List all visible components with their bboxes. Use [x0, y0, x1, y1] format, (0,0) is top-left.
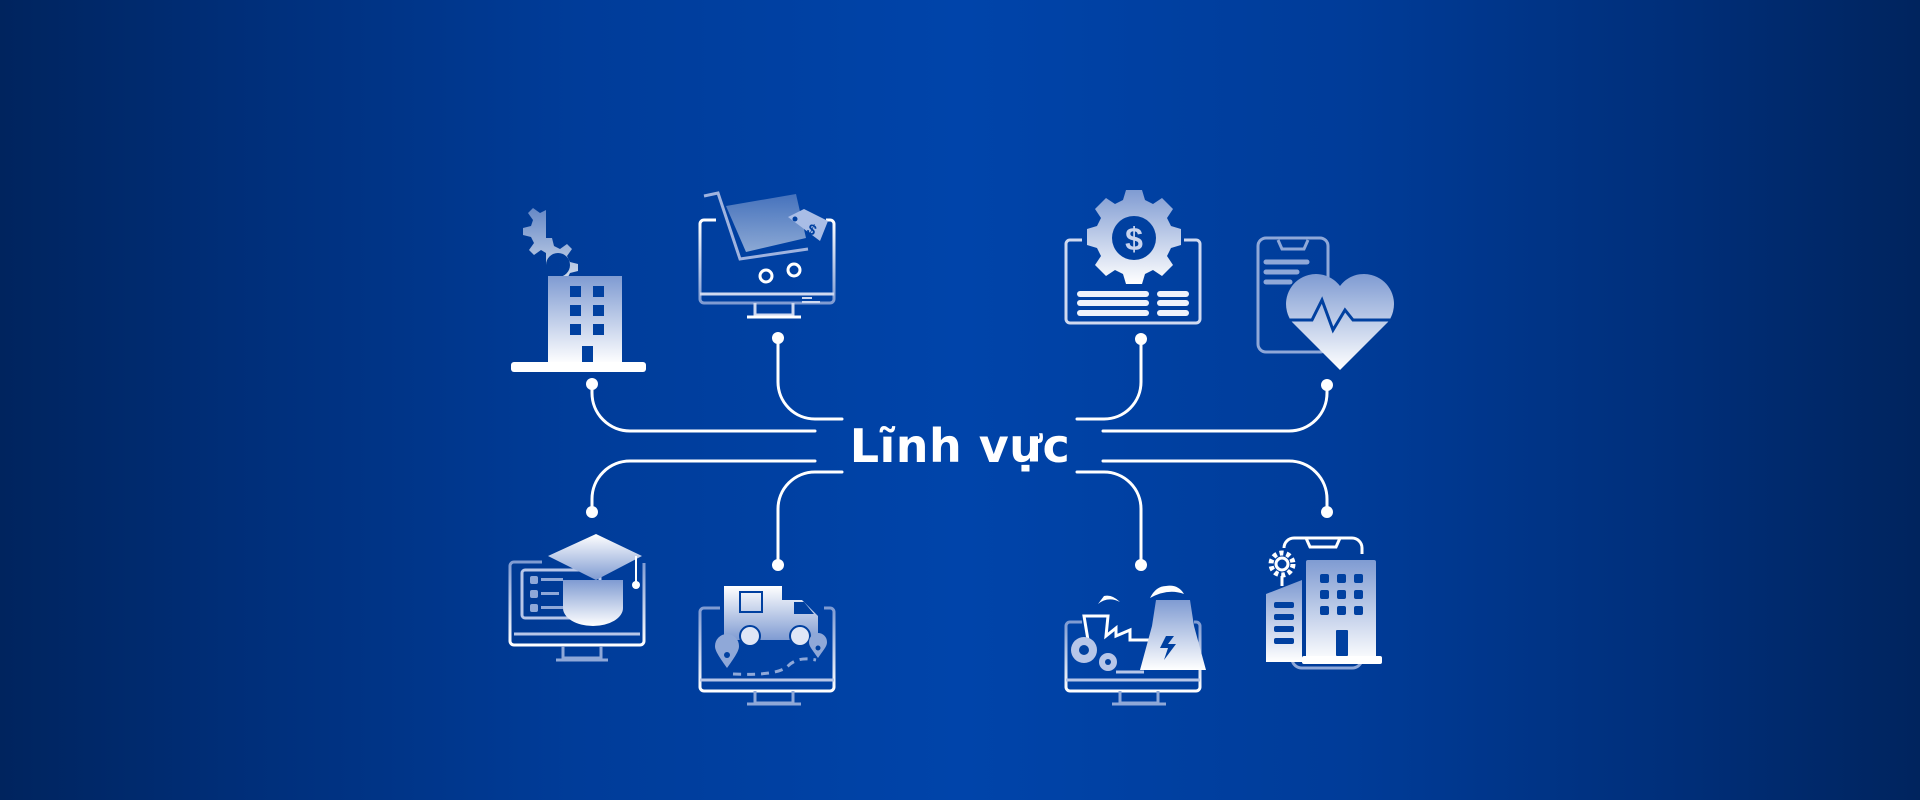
office-building-phone-gear-icon [1266, 536, 1382, 670]
shopping-cart-monitor-icon: $ [698, 191, 836, 319]
factory-building-gear-icon [511, 208, 646, 372]
dollar-gear-document-icon: $ [1064, 190, 1202, 325]
delivery-truck-map-icon [698, 586, 836, 706]
power-plant-monitor-icon [1064, 585, 1206, 706]
page-title: Lĩnh vực [849, 419, 1071, 473]
graduation-cap-monitor-icon [508, 534, 646, 662]
phone-heart-pulse-icon [1256, 236, 1394, 370]
svg-text:$: $ [1125, 221, 1143, 257]
